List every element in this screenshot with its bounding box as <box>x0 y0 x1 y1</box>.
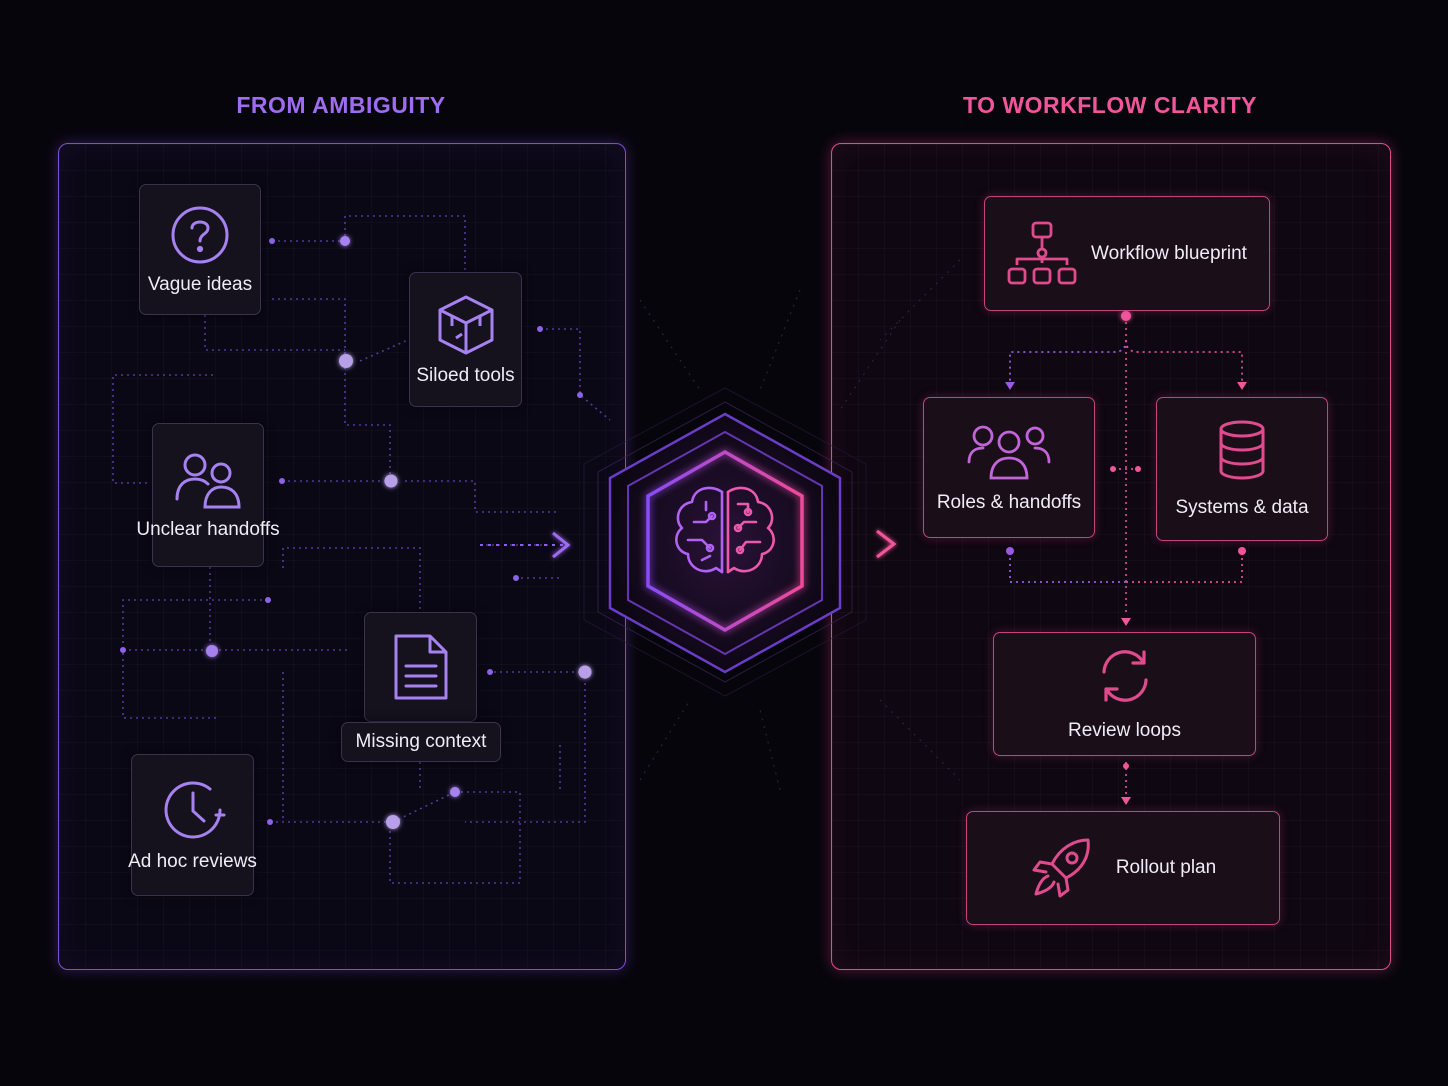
card-missing-context: Missing context <box>341 722 501 762</box>
card-workflow-blueprint: Workflow blueprint <box>984 196 1270 311</box>
card-label: Review loops <box>1068 720 1181 741</box>
card-systems-data: Systems & data <box>1156 397 1328 541</box>
card-vague-ideas: Vague ideas <box>139 184 261 315</box>
brain-icon <box>675 486 775 574</box>
document-icon <box>392 632 450 702</box>
question-circle-icon <box>169 204 231 266</box>
cube-icon <box>436 293 496 357</box>
card-label: Missing context <box>355 731 487 752</box>
rocket-icon <box>1030 836 1094 900</box>
card-siloed-tools: Siloed tools <box>409 272 522 407</box>
heading-to-workflow-clarity: TO WORKFLOW CLARITY <box>963 92 1257 118</box>
card-label: Ad hoc reviews <box>128 851 257 872</box>
card-label: Roles & handoffs <box>936 491 1082 513</box>
card-label: Vague ideas <box>147 273 253 295</box>
users-icon <box>173 449 243 511</box>
card-unclear-handoffs: Unclear handoffs <box>136 423 280 567</box>
database-icon <box>1217 419 1267 481</box>
heading-from-ambiguity: FROM AMBIGUITY <box>236 92 446 118</box>
card-label: Unclear handoffs <box>136 519 280 540</box>
card-label: Siloed tools <box>416 364 515 386</box>
card-review-loops: Review loops <box>993 632 1256 756</box>
card-label: Systems & data <box>1175 497 1309 518</box>
card-label: Workflow blueprint <box>1091 242 1247 264</box>
clock-icon <box>160 777 226 843</box>
card-label: Rollout plan <box>1115 857 1217 878</box>
card-ad-hoc-reviews: Ad hoc reviews <box>128 754 257 896</box>
card-rollout-plan: Rollout plan <box>966 811 1280 925</box>
org-chart-icon <box>1007 219 1077 289</box>
refresh-icon <box>1094 646 1156 706</box>
ai-hub <box>560 380 890 715</box>
team-icon <box>967 422 1051 482</box>
card-missing-context-icon-box <box>364 612 477 722</box>
card-roles-handoffs: Roles & handoffs <box>923 397 1095 538</box>
